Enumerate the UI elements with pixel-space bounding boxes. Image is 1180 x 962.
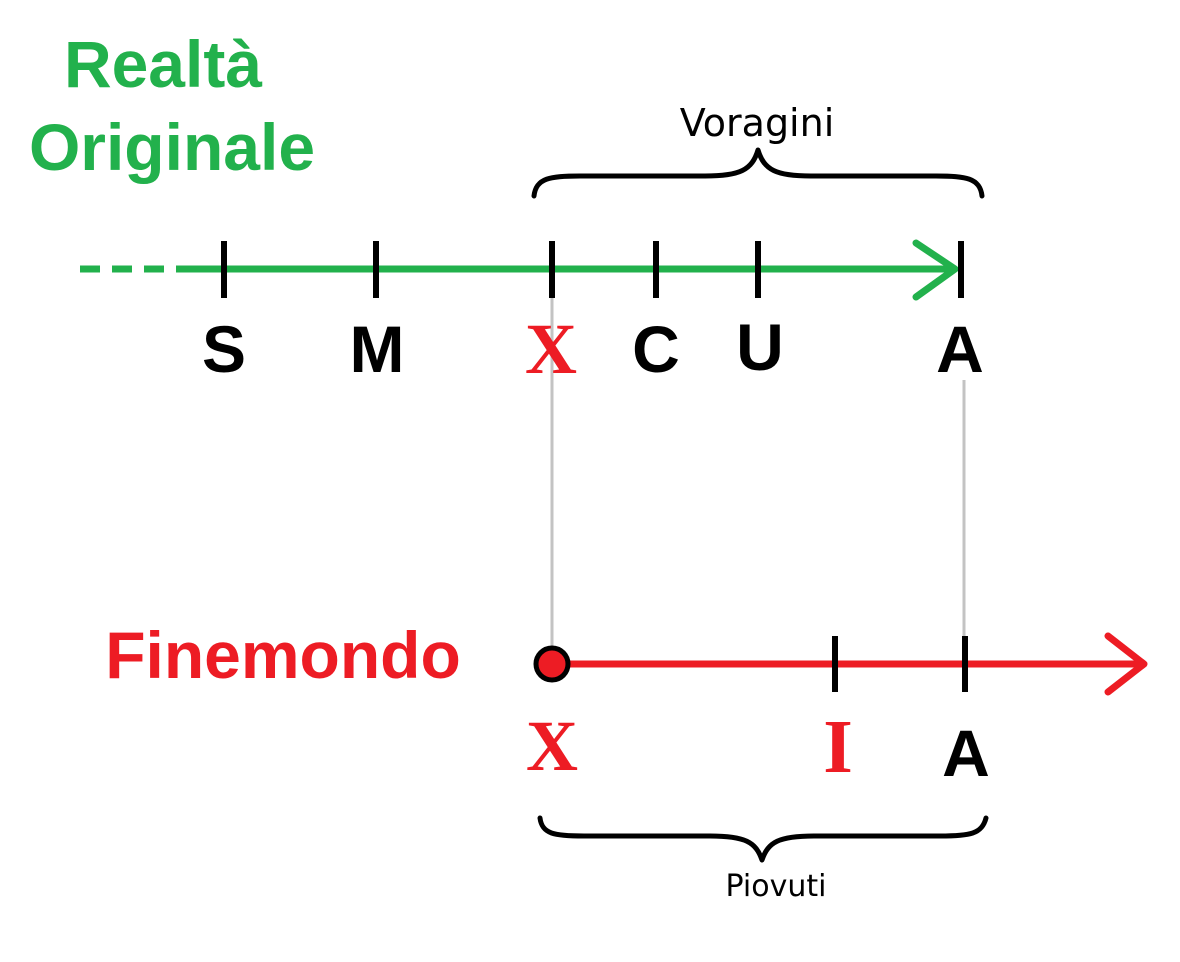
bottom-label-i: I bbox=[823, 705, 853, 789]
top-title-line2: Originale bbox=[29, 110, 315, 184]
top-label-a: A bbox=[936, 312, 984, 386]
bottom-arrow-head bbox=[1104, 632, 1148, 696]
top-brace-label: Voragini bbox=[680, 101, 835, 145]
top-brace bbox=[531, 147, 985, 199]
top-title-line1: Realtà bbox=[64, 27, 262, 101]
bottom-brace bbox=[537, 815, 989, 863]
top-label-s: S bbox=[202, 312, 246, 386]
bottom-start-dot bbox=[533, 645, 571, 683]
top-label-x: X bbox=[525, 309, 577, 389]
bottom-brace-label: Piovuti bbox=[726, 869, 827, 904]
top-label-c: C bbox=[632, 312, 680, 386]
bottom-label-x: X bbox=[526, 706, 578, 786]
bottom-title: Finemondo bbox=[105, 618, 461, 692]
top-arrow-head bbox=[912, 239, 959, 301]
top-label-m: M bbox=[350, 312, 405, 386]
bottom-label-a: A bbox=[942, 716, 990, 790]
top-label-u: U bbox=[736, 310, 784, 384]
